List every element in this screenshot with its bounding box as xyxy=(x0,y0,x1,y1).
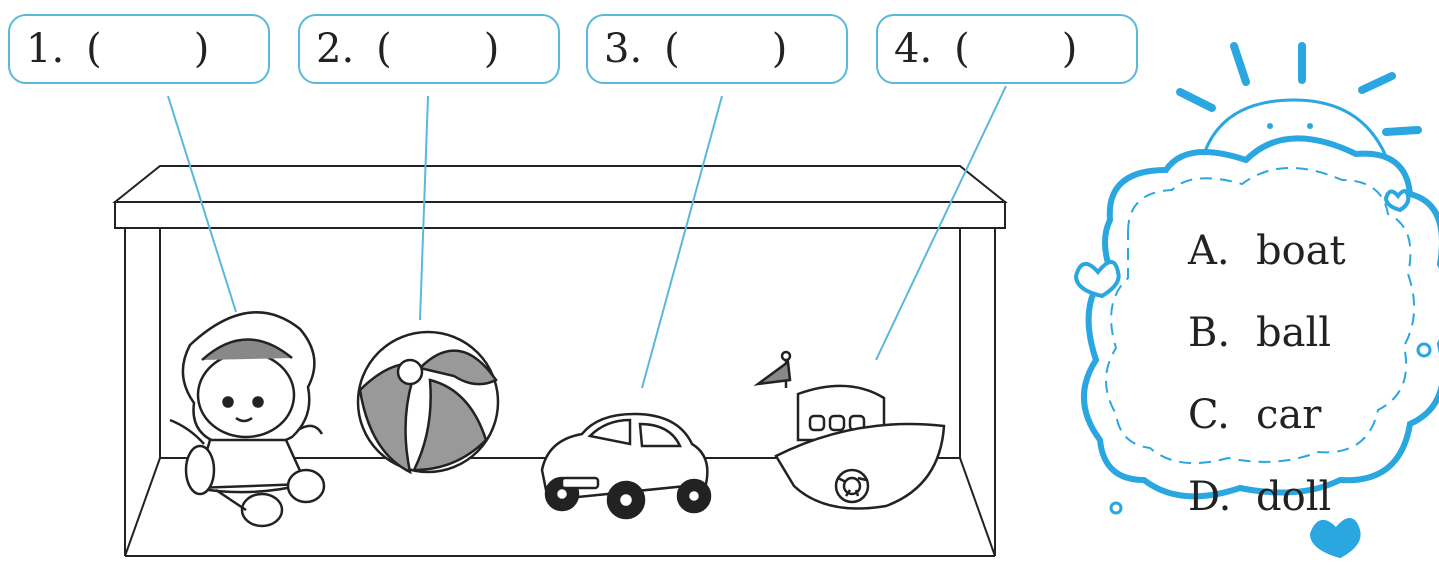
option-word: boat xyxy=(1256,228,1346,274)
question-number: 2. xyxy=(316,26,355,72)
option-letter: A. xyxy=(1188,228,1230,274)
option-b: B. ball xyxy=(1188,292,1346,374)
answer-box-3[interactable]: 3. ( ) xyxy=(586,14,848,84)
paren-open: ( xyxy=(954,26,970,72)
question-number: 3. xyxy=(604,26,643,72)
question-number: 4. xyxy=(894,26,933,72)
answer-box-2[interactable]: 2. ( ) xyxy=(298,14,560,84)
option-word: ball xyxy=(1256,310,1332,356)
option-word: car xyxy=(1256,392,1322,438)
flag-icon xyxy=(753,359,792,386)
option-c: C. car xyxy=(1188,374,1346,456)
paren-open: ( xyxy=(664,26,680,72)
option-letter: C. xyxy=(1188,392,1230,438)
doll-icon xyxy=(169,311,326,528)
paren-close: ) xyxy=(771,26,788,72)
heart-icon xyxy=(1073,189,1411,559)
lifebuoy-icon xyxy=(834,468,870,504)
leader-lines xyxy=(167,85,1007,389)
car-icon xyxy=(540,412,712,520)
option-letter: D. xyxy=(1188,474,1232,520)
cloud-frame-icon xyxy=(1073,135,1439,559)
paren-open: ( xyxy=(376,26,392,72)
question-number: 1. xyxy=(26,26,65,72)
answer-box-1[interactable]: 1. ( ) xyxy=(8,14,270,84)
options-list: A. boat B. ball C. car D. doll xyxy=(1188,210,1346,538)
paren-open: ( xyxy=(86,26,102,72)
boat-icon xyxy=(753,350,946,510)
answer-box-4[interactable]: 4. ( ) xyxy=(876,14,1138,84)
ball-icon xyxy=(356,330,500,475)
paren-close: ) xyxy=(193,26,210,72)
option-a: A. boat xyxy=(1188,210,1346,292)
option-word: doll xyxy=(1256,474,1332,520)
paren-close: ) xyxy=(483,26,500,72)
option-letter: B. xyxy=(1188,310,1231,356)
paren-close: ) xyxy=(1061,26,1078,72)
option-d: D. doll xyxy=(1188,456,1346,538)
